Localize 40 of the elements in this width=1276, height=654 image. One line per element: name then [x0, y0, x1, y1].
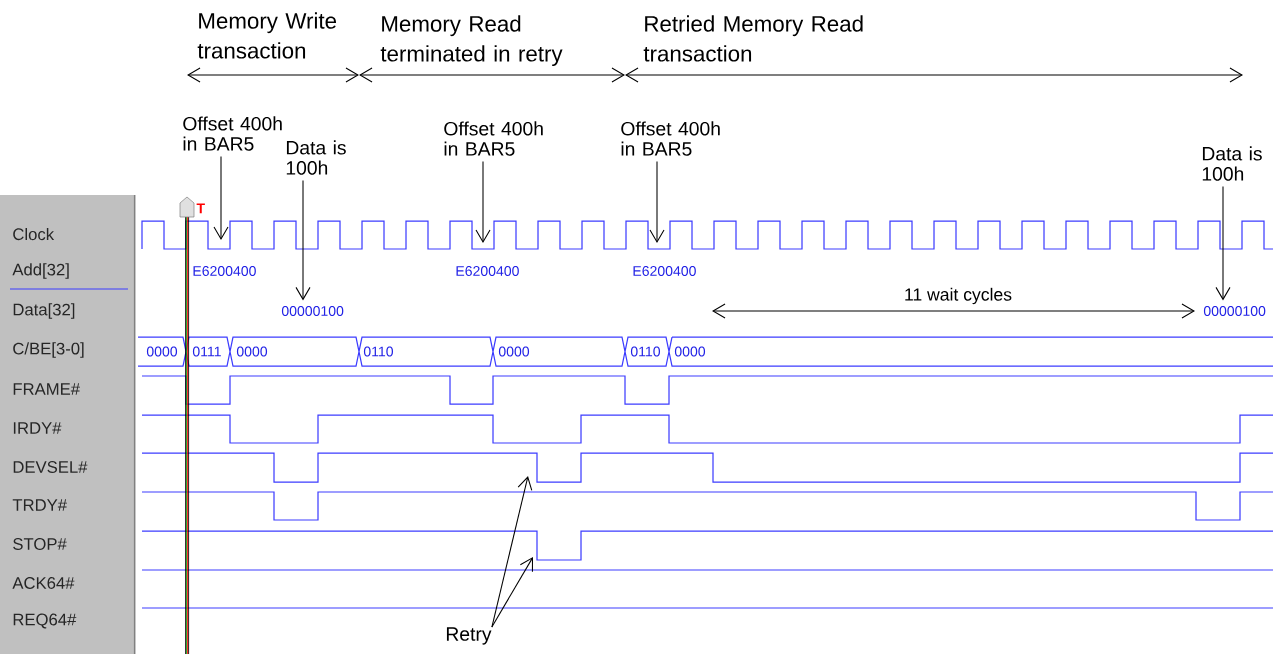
- bus-value: 0110: [630, 346, 661, 357]
- callout-text: Offset 400h in BAR5: [183, 116, 282, 151]
- bus-value: 0000: [236, 346, 268, 357]
- signal-name: C/BE[3-0]: [13, 342, 84, 358]
- callout-text: Offset 400h in BAR5: [621, 121, 720, 156]
- arrow: [213, 155, 229, 240]
- signal-name: Data[32]: [13, 303, 75, 319]
- signal-name: REQ64#: [13, 613, 77, 629]
- arrow: [475, 160, 491, 243]
- bus-value: E6200400: [633, 266, 696, 276]
- callout-text: Offset 400h in BAR5: [444, 121, 543, 156]
- transaction-label: Memory Write transaction: [197, 12, 337, 59]
- callout-text: Data is 100h: [286, 140, 346, 175]
- bus-value: E6200400: [193, 266, 256, 276]
- bus-value: 0000: [674, 346, 706, 357]
- signal-name: Add[32]: [12, 263, 69, 279]
- arrow: [295, 179, 311, 301]
- callout-text: Data is 100h: [1202, 146, 1262, 181]
- bus-value: 0110: [363, 346, 394, 357]
- transaction-label: Retried Memory Read transaction: [643, 15, 863, 62]
- signal-name: IRDY#: [13, 422, 62, 434]
- arrow: [491, 476, 533, 628]
- bus-value: 0111: [192, 346, 221, 357]
- arrow: [491, 557, 533, 628]
- bus-value: 00000100: [1203, 306, 1266, 316]
- signal-name: TRDY#: [12, 499, 67, 511]
- callout-text: Retry: [446, 627, 492, 645]
- signal-name: DEVSEL#: [13, 461, 88, 473]
- signal-name: STOP#: [13, 538, 67, 550]
- bus-value: 0000: [498, 346, 530, 357]
- signal-name: ACK64#: [12, 577, 75, 589]
- transaction-label: Memory Read terminated in retry: [380, 15, 563, 66]
- signal-name: FRAME#: [13, 383, 80, 395]
- dimension-label: 11 wait cycles: [905, 287, 1012, 305]
- arrow: [1215, 185, 1231, 301]
- bus-value: 00000100: [281, 306, 344, 316]
- signal-name: Clock: [13, 227, 55, 241]
- bus-value: 0000: [146, 346, 178, 357]
- arrow: [649, 160, 665, 243]
- bus-value: E6200400: [456, 266, 519, 276]
